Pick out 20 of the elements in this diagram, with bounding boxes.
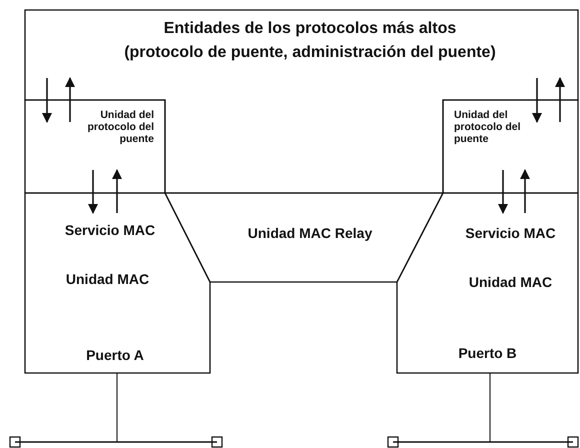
connector-line xyxy=(116,372,118,442)
arrow xyxy=(88,170,98,214)
unit-label: Unidad MAC xyxy=(468,274,554,290)
relay-label: Unidad MAC Relay xyxy=(246,225,374,242)
arrow xyxy=(42,78,52,123)
arrow xyxy=(498,170,508,214)
unit-label: Unidad del protocolo del puente xyxy=(454,109,522,146)
service-label: Servicio MAC xyxy=(64,222,156,238)
arrow xyxy=(65,77,75,122)
arrow xyxy=(555,77,565,122)
layer-subtitle: (protocolo de puente, administración del puente) xyxy=(123,44,497,62)
port-label: Puerto B xyxy=(457,345,518,362)
unit-label: Unidad MAC xyxy=(64,271,150,288)
port-label: Puerto A xyxy=(85,347,145,364)
arrow xyxy=(112,169,122,213)
service-label: Servicio MAC xyxy=(464,225,557,242)
layer-title: Entidades de los protocolos más altos xyxy=(162,20,458,38)
unit-label: Unidad del protocolo del puente xyxy=(86,109,154,146)
arrow xyxy=(532,78,542,123)
arrow xyxy=(520,169,530,213)
